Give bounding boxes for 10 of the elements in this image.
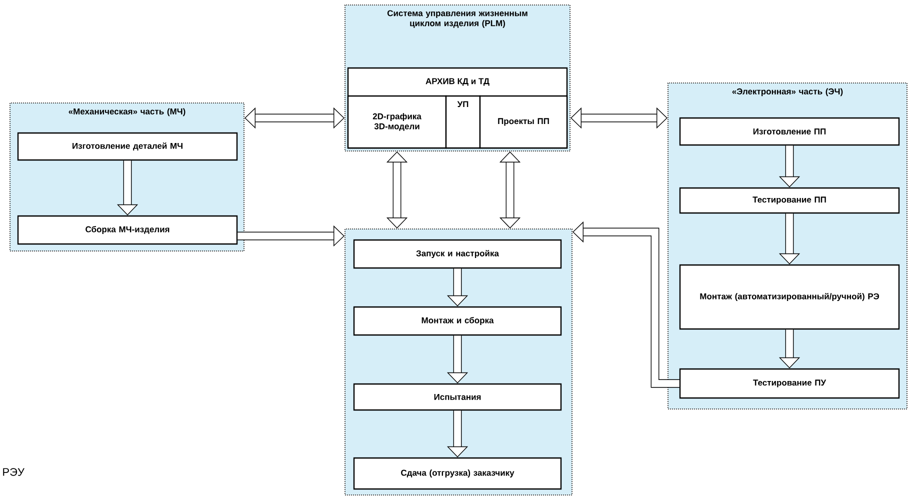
block-arrow [499,152,521,228]
table-cell: УП [445,95,481,149]
block-arrow [570,107,668,129]
note-label: РЭУ [3,468,24,476]
process-box: Изготовление ПП [679,117,900,146]
process-box: Запуск и настройка [353,239,562,269]
block-arrow [386,152,408,228]
block-arrow [244,107,344,129]
process-box: Монтаж (автоматизированный/ручной) РЭ [679,264,900,330]
process-box: Изготовление деталей МЧ [17,132,238,161]
